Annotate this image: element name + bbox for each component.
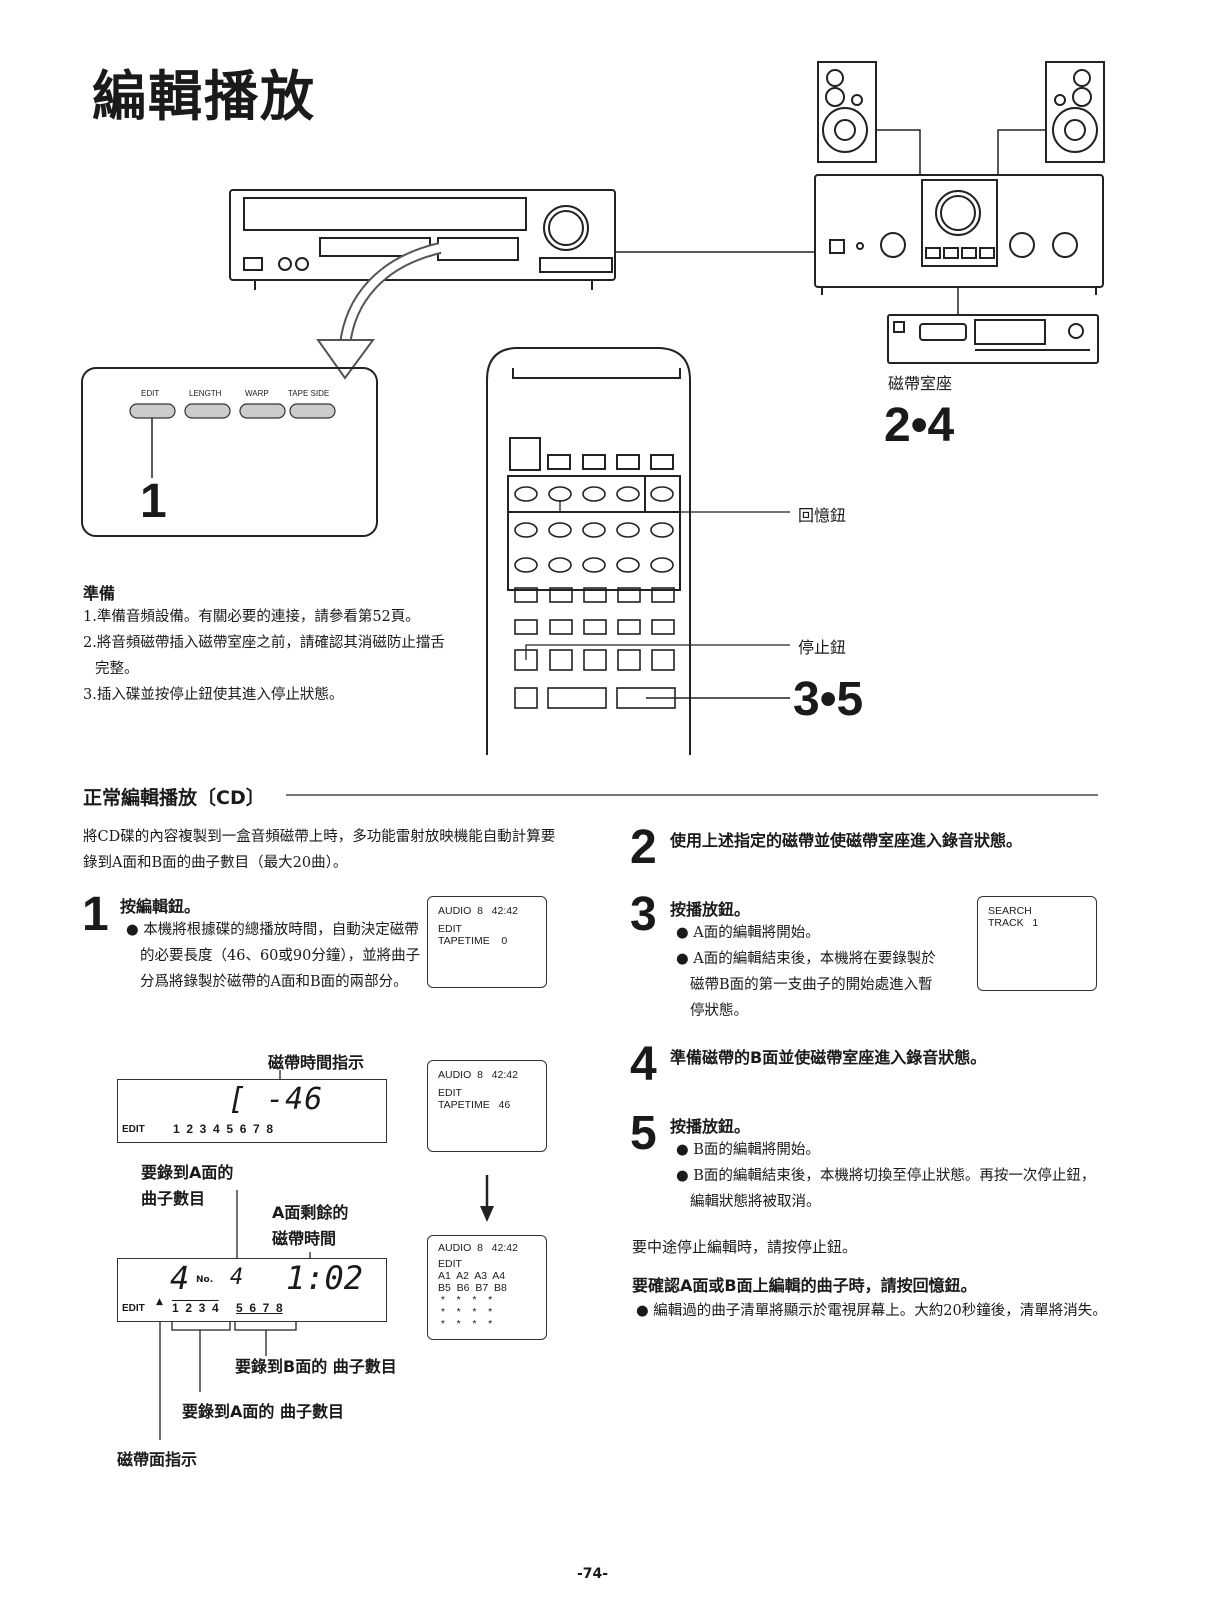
panel-edit-label: EDIT xyxy=(141,389,160,398)
recall-button-label: 回憶鈕 xyxy=(798,506,847,525)
prep-item: 1.準備音頻設備。有關必要的連接，請參看第52頁。 xyxy=(83,609,420,625)
page-title: 編輯播放 xyxy=(92,65,316,128)
step-2-number: 2 xyxy=(630,821,657,874)
lcd-small-track-count: 4 xyxy=(230,1265,244,1290)
lcd-display-1: [ -46 EDIT 1 2 3 4 5 6 7 8 xyxy=(117,1079,387,1143)
a-side-tracks-label: 要錄到A面的 曲子數目 xyxy=(182,1402,344,1421)
tv-screen-2: AUDIO 8 42:42 EDIT TAPETIME 46 xyxy=(427,1060,547,1152)
amplifier xyxy=(814,174,1104,295)
stop-midway-note: 要中途停止編輯時，請按停止鈕。 xyxy=(632,1238,858,1256)
lcd-no-label: No. xyxy=(196,1275,214,1285)
step-4-number: 4 xyxy=(630,1038,657,1091)
prep-item: 2.將音頻磁帶插入磁帶室座之前，請確認其消磁防止擋舌完整。 xyxy=(83,635,445,677)
tv-screen-4: SEARCH TRACK 1 xyxy=(977,896,1097,991)
step-4-heading: 準備磁帶的B面並使磁帶室座進入錄音狀態。 xyxy=(670,1048,987,1067)
panel-step-number: 1 xyxy=(140,475,167,528)
confirm-heading: 要確認A面或B面上編輯的曲子時，請按回憶鈕。 xyxy=(632,1276,977,1295)
tv-screen-3: AUDIO 8 42:42 EDIT A1 A2 A3 A4 B5 B6 B7 … xyxy=(427,1235,547,1340)
intro-text: 將CD碟的內容複製到一盒音頻磁帶上時，多功能雷射放映機能自動計算要錄到A面和B面… xyxy=(83,829,556,871)
cd-player xyxy=(229,189,616,290)
tape-time-callout: 磁帶時間指示 xyxy=(268,1053,365,1072)
front-panel-closeup xyxy=(81,367,378,537)
remote-rect-buttons xyxy=(514,587,676,709)
step-5-bullet: ● B面的編輯將開始。 xyxy=(676,1142,820,1158)
tape-side-indicator-label: 磁帶面指示 xyxy=(117,1450,198,1469)
panel-length-label: LENGTH xyxy=(189,389,222,398)
step-3-bullets: ● A面的編輯將開始。 ● A面的編輯結束後，本機將在要錄製於磁帶B面的第一支曲… xyxy=(672,920,947,1024)
b-side-tracks-label: 要錄到B面的 曲子數目 xyxy=(235,1357,397,1376)
display-callouts xyxy=(159,1070,494,1440)
remote-round-buttons xyxy=(514,486,674,573)
step-2-heading: 使用上述指定的磁帶並使磁帶室座進入錄音狀態。 xyxy=(670,831,1023,850)
step-3-bullet: ● A面的編輯將開始。 xyxy=(676,925,820,941)
tape-side-button[interactable] xyxy=(289,403,336,419)
lcd-display-2: 4 No. 4 1:02 EDIT ▲ 1 2 3 4 5 6 7 8 xyxy=(117,1258,387,1322)
step-1-heading: 按編輯鈕。 xyxy=(120,897,201,916)
tape-deck-steps: 2•4 xyxy=(884,399,955,452)
confirm-bullet: ● 編輯過的曲子清單將顯示於電視屏幕上。大約20秒鐘後，清單將消失。 xyxy=(636,1303,1107,1319)
lcd-tracks-a: 1 2 3 4 xyxy=(172,1301,219,1315)
tape-deck xyxy=(887,314,1099,364)
step-3-number: 3 xyxy=(630,888,657,941)
step-1-number: 1 xyxy=(82,888,109,941)
panel-warp-label: WARP xyxy=(245,389,269,398)
lcd-tape-time: [ -46 xyxy=(228,1082,324,1117)
left-speaker xyxy=(817,61,877,163)
lcd-edit-label-2: EDIT xyxy=(122,1303,145,1314)
step-5-bullet: ● B面的編輯結束後，本機將切換至停止狀態。再按一次停止鈕，編輯狀態將被取消。 xyxy=(676,1168,1096,1210)
lcd-track-numbers: 1 2 3 4 5 6 7 8 xyxy=(173,1122,274,1136)
a-side-remaining-callout: A面剩餘的 磁帶時間 xyxy=(272,1203,349,1248)
stop-button-label: 停止鈕 xyxy=(798,638,847,657)
right-speaker xyxy=(1045,61,1105,163)
lcd-edit-label: EDIT xyxy=(122,1124,145,1135)
page-number: -74- xyxy=(577,1566,609,1582)
lcd-remaining-time: 1:02 xyxy=(286,1259,364,1297)
step-5-number: 5 xyxy=(630,1107,657,1160)
panel-tapeside-label: TAPE SIDE xyxy=(288,389,330,398)
tv-screen-1: AUDIO 8 42:42 EDIT TAPETIME 0 xyxy=(427,896,547,988)
section-heading: 正常編輯播放〔CD〕 xyxy=(83,787,265,809)
prep-heading: 準備 xyxy=(83,584,116,603)
step-5-bullets: ● B面的編輯將開始。 ● B面的編輯結束後，本機將切換至停止狀態。再按一次停止… xyxy=(672,1137,1102,1215)
lcd-big-track-count: 4 xyxy=(170,1259,190,1297)
step-5-heading: 按播放鈕。 xyxy=(670,1117,751,1136)
equipment-diagram xyxy=(81,61,1105,796)
length-button[interactable] xyxy=(184,403,231,419)
tape-side-indicator-icon: ▲ xyxy=(156,1297,163,1307)
prep-item: 3.插入碟並按停止鈕使其進入停止狀態。 xyxy=(83,687,344,703)
tape-deck-label: 磁帶室座 xyxy=(888,374,953,393)
step-1-bullet: ● 本機將根據碟的總播放時間，自動決定磁帶的必要長度（46、60或90分鐘），並… xyxy=(126,922,421,990)
lcd-tracks-b: 5 6 7 8 xyxy=(236,1301,283,1315)
warp-button[interactable] xyxy=(239,403,286,419)
prep-list: 1.準備音頻設備。有關必要的連接，請參看第52頁。 2.將音頻磁帶插入磁帶室座之… xyxy=(83,604,453,708)
play-button-steps: 3•5 xyxy=(793,673,864,726)
step-3-bullet: ● A面的編輯結束後，本機將在要錄製於磁帶B面的第一支曲子的開始處進入暫停狀態。 xyxy=(676,951,936,1019)
a-side-count-callout: 要錄到A面的 曲子數目 xyxy=(141,1163,234,1208)
step-3-heading: 按播放鈕。 xyxy=(670,900,751,919)
